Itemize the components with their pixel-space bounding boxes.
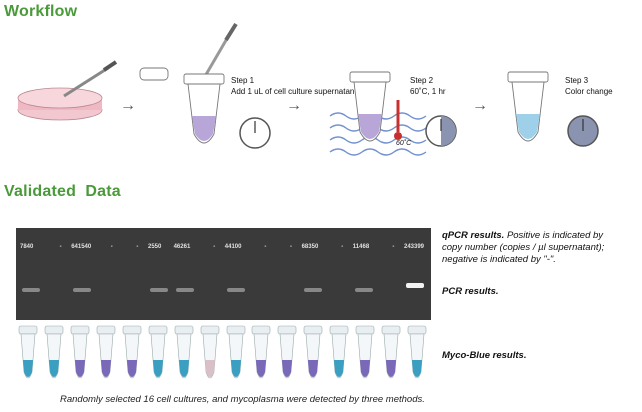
gel-lane-label: -: [290, 244, 292, 250]
myco-tube: [329, 325, 349, 379]
gel-lane-label: 44100: [224, 244, 242, 250]
qpcr-title: qPCR results.: [442, 230, 505, 241]
gel-lane-label: -: [341, 244, 344, 250]
petri-dish-illustration: [17, 60, 118, 121]
step2-label: Step 2: [410, 76, 434, 85]
myco-results-label: Myco-Blue results.: [442, 350, 526, 362]
step2-thermo-label: 60˚C: [396, 140, 412, 147]
gel-band: [303, 288, 322, 292]
pcr-title: PCR results.: [442, 286, 499, 297]
myco-tube: [226, 325, 245, 379]
myco-tube: [174, 325, 193, 379]
step1-label: Step 1: [231, 76, 255, 85]
step3-label: Step 3: [565, 76, 589, 85]
myco-tube: [278, 325, 297, 379]
gel-lane-label: -: [213, 244, 216, 250]
myco-tube: [355, 325, 375, 379]
step2-tube-illustration: [329, 71, 427, 156]
myco-tube: [44, 325, 64, 379]
myco-title: Myco-Blue results.: [442, 350, 527, 361]
gel-lane-label: -: [264, 244, 267, 250]
figure-caption: Randomly selected 16 cell cultures, and …: [60, 394, 425, 405]
gel-lane-label: 11468: [352, 244, 370, 250]
gel-lane-label: 2550: [148, 244, 162, 250]
qpcr-text-2: copy number (copies / µl supernatant);: [442, 242, 605, 253]
qpcr-text-3: negative is indicated by "-".: [442, 254, 556, 265]
myco-tube: [18, 325, 38, 379]
myco-tube: [70, 325, 90, 379]
gel-lane-label: 243399: [404, 244, 425, 250]
gel-band: [22, 288, 40, 292]
gel-lane-label: -: [110, 244, 113, 250]
pcr-results-label: PCR results.: [442, 286, 499, 298]
step1-clock-icon: [239, 117, 271, 149]
myco-blue-tubes: [16, 324, 431, 390]
workflow-title: Workflow: [4, 3, 78, 20]
gel-lane-label: -: [392, 244, 395, 250]
myco-tube: [381, 325, 401, 379]
myco-tube: [122, 325, 142, 379]
myco-tube: [148, 325, 167, 379]
step2-detail: 60˚C, 1 hr: [410, 87, 446, 96]
gel-lane-label: 46261: [173, 244, 191, 250]
gel-lane-label: 68350: [301, 244, 319, 250]
gel-band: [226, 288, 245, 292]
myco-tube: [252, 325, 271, 379]
myco-tube: [304, 325, 323, 379]
myco-tube: [96, 325, 116, 379]
arrow-2-icon: →: [286, 97, 302, 114]
qpcr-results-label: qPCR results. Positive is indicated by c…: [442, 230, 604, 266]
step1-tube-illustration: [139, 22, 238, 144]
gel-lane-label: -: [136, 244, 139, 250]
gel-band: [406, 283, 424, 288]
gel-lane-label: 641540: [71, 244, 92, 250]
arrow-3-icon: →: [472, 97, 488, 114]
step1-detail: Add 1 uL of cell culture supernatant: [231, 87, 357, 96]
myco-tube: [407, 325, 427, 379]
gel-band: [73, 288, 92, 292]
step2-clock-icon: [425, 115, 457, 147]
pcr-gel-image: [16, 228, 431, 320]
gel-band: [354, 288, 373, 292]
validated-data-title: Validated Data: [4, 183, 121, 200]
arrow-1-icon: →: [120, 97, 136, 114]
gel-band: [150, 288, 168, 292]
step3-tube-illustration: [507, 71, 549, 142]
gel-lane-label: 7840: [20, 244, 34, 250]
qpcr-text-1: Positive is indicated by: [506, 230, 604, 241]
gel-lane-label: -: [59, 244, 62, 250]
step3-detail: Color change: [565, 87, 613, 96]
step3-clock-icon: [567, 115, 599, 147]
gel-band: [175, 288, 194, 292]
myco-tube: [200, 325, 219, 379]
